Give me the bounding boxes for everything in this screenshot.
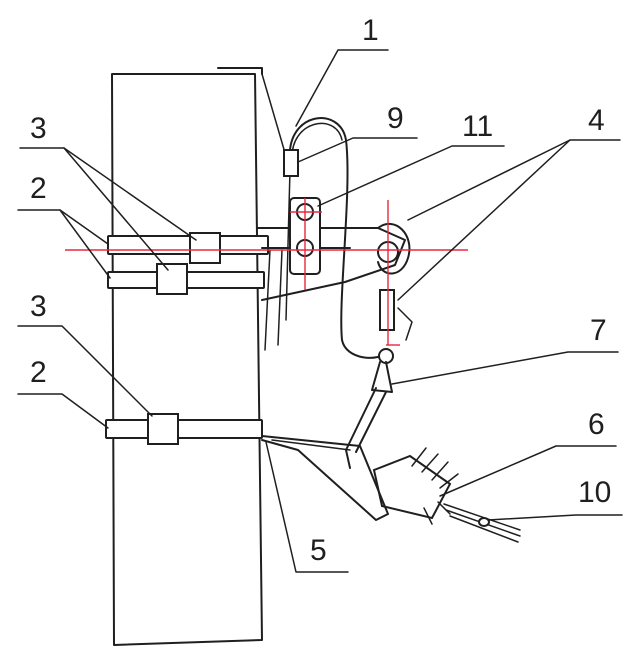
label-5: 5 <box>310 534 327 567</box>
conductor <box>443 503 521 543</box>
band-buckle-upper-second <box>156 263 188 295</box>
label-1: 1 <box>362 14 379 47</box>
label-7: 7 <box>590 314 607 347</box>
label-9: 9 <box>387 102 404 135</box>
band-upper <box>107 235 269 255</box>
label-10: 10 <box>578 476 611 509</box>
band-buckle-lower <box>147 413 179 445</box>
label-3-bottom: 3 <box>30 290 47 323</box>
band-lower <box>105 419 263 439</box>
tension-rod <box>345 387 387 469</box>
side-rods <box>261 73 291 351</box>
wire-clip <box>283 149 299 177</box>
centre-axes <box>65 198 468 346</box>
label-11: 11 <box>462 110 493 143</box>
hook-fitting <box>377 222 413 341</box>
label-4: 4 <box>588 104 605 137</box>
band-buckle-upper <box>189 232 221 264</box>
callout-labels: 1 9 11 4 3 2 3 2 7 6 10 5 <box>30 14 611 567</box>
label-6: 6 <box>588 408 605 441</box>
shackle <box>371 348 394 393</box>
loop-wire <box>288 117 389 359</box>
label-3-top: 3 <box>30 112 47 145</box>
leader-lines <box>17 49 623 573</box>
strain-clamp <box>372 447 459 525</box>
label-2-bottom: 2 <box>30 356 47 389</box>
support-strap <box>261 435 389 521</box>
pole <box>111 67 263 646</box>
label-2-top: 2 <box>30 172 47 205</box>
